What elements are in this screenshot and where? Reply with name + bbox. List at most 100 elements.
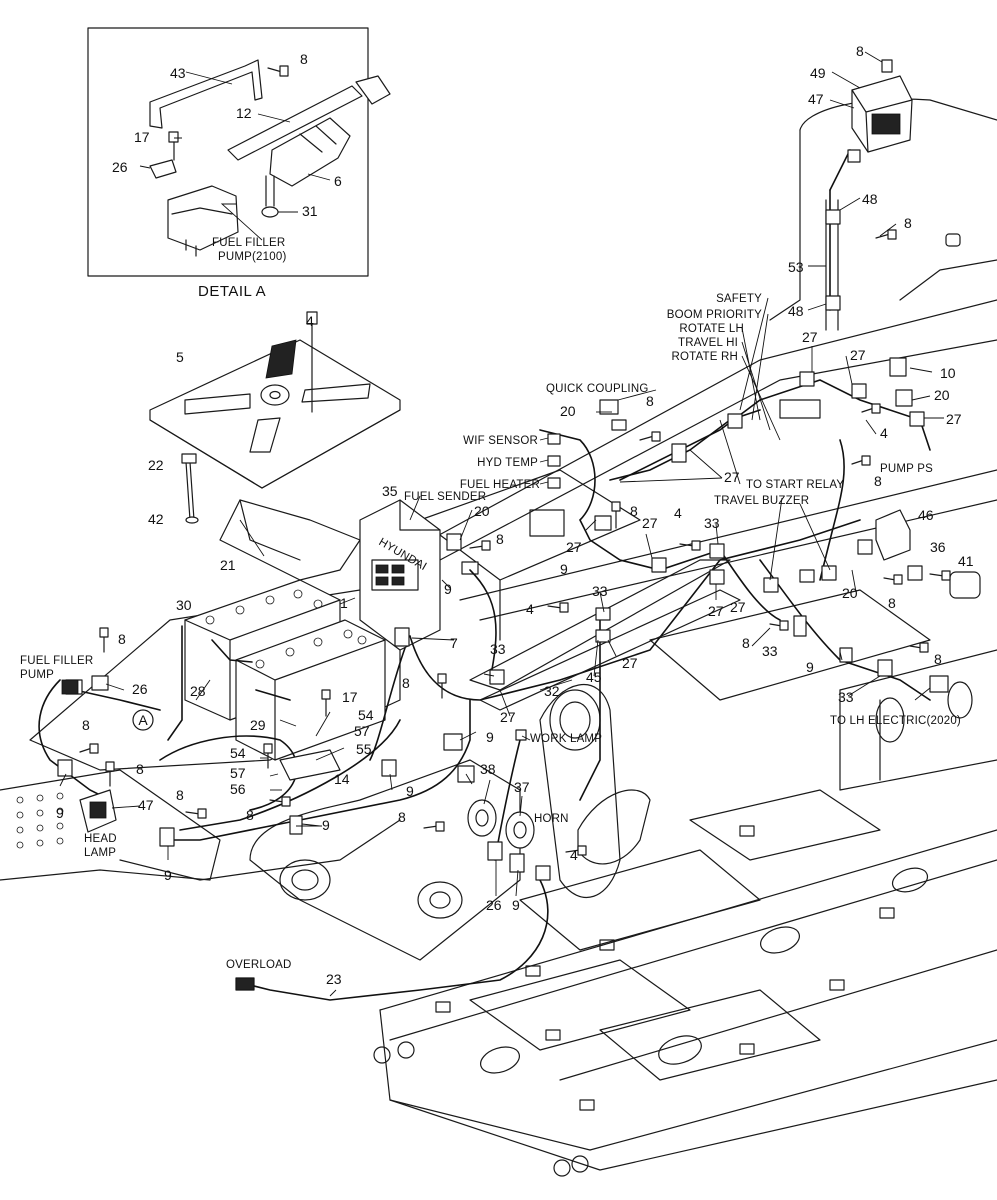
label-pump-ps: PUMP PS [880, 463, 933, 475]
part-26-a: 26 [132, 681, 148, 697]
leader-lines [59, 51, 944, 997]
bracket-43 [149, 59, 263, 129]
part-27-e: 27 [566, 539, 582, 555]
part-29: 29 [250, 717, 266, 733]
label-travel-hi: TRAVEL HI [678, 337, 738, 349]
callout-a-text: A [138, 712, 148, 728]
label-to-start-relay: TO START RELAY [746, 479, 844, 491]
part-26-b: 26 [486, 897, 502, 913]
fuel-filler-pump-detail [167, 185, 239, 251]
part-27-g: 27 [708, 603, 724, 619]
part-28: 28 [190, 683, 206, 699]
part-33-c: 33 [762, 643, 778, 659]
detail-pump-label-2: PUMP(2100) [218, 251, 286, 263]
detail-part-8: 8 [300, 51, 308, 67]
part-56: 56 [230, 781, 246, 797]
part-41: 41 [958, 553, 974, 569]
detail-part-31: 31 [302, 203, 318, 219]
part-8-j: 8 [118, 631, 126, 647]
label-fuel-heater: FUEL HEATER [460, 479, 540, 491]
part-8-b: 8 [904, 215, 912, 231]
detail-part-17: 17 [134, 129, 150, 145]
label-overload: OVERLOAD [226, 959, 292, 971]
part-8-d: 8 [646, 393, 654, 409]
label-wif-sensor: WIF SENSOR [463, 435, 538, 447]
part-47-top: 47 [808, 91, 824, 107]
part-27-d: 27 [724, 469, 740, 485]
part-33-a: 33 [704, 515, 720, 531]
part-27-f: 27 [642, 515, 658, 531]
part-27-b: 27 [850, 347, 866, 363]
label-work-lamp: WORK LAMP [530, 733, 602, 745]
part-42: 42 [148, 511, 164, 527]
part-57-a: 57 [354, 723, 370, 739]
part-1: 1 [340, 595, 348, 611]
part-8-n: 8 [176, 787, 184, 803]
detail-part-6: 6 [334, 173, 342, 189]
part-8-p: 8 [398, 809, 406, 825]
part-5: 5 [176, 349, 184, 365]
label-fuel-filler-pump-1: FUEL FILLER [20, 655, 93, 667]
part-9-f: 9 [56, 805, 64, 821]
part-30: 30 [176, 597, 192, 613]
part-48-b: 48 [788, 303, 804, 319]
part-22: 22 [148, 457, 164, 473]
part-20-b: 20 [560, 403, 576, 419]
part-20-a: 20 [934, 387, 950, 403]
part-33-b: 33 [592, 583, 608, 599]
part-47-b: 47 [138, 797, 154, 813]
batteries-1 [184, 579, 386, 761]
label-head-lamp-2: LAMP [84, 847, 116, 859]
part-27-c: 27 [946, 411, 962, 427]
part-4-c: 4 [526, 601, 534, 617]
part-10: 10 [940, 365, 956, 381]
part-14: 14 [334, 771, 350, 787]
detail-part-26: 26 [112, 159, 128, 175]
detail-pump-label-1: FUEL FILLER [212, 237, 285, 249]
part-9-b: 9 [444, 581, 452, 597]
part-27-h: 27 [730, 599, 746, 615]
part-45: 45 [586, 669, 602, 685]
detail-a-inset [87, 27, 391, 277]
part-33-e: 33 [490, 641, 506, 657]
washer-31 [261, 206, 279, 218]
part-8-e: 8 [496, 531, 504, 547]
part-49: 49 [810, 65, 826, 81]
detail-a-title: DETAIL A [198, 283, 266, 300]
detail-part-43: 43 [170, 65, 186, 81]
switch-box-49 [851, 59, 913, 153]
part-20-d: 20 [842, 585, 858, 601]
horns [467, 799, 535, 849]
part-38: 38 [480, 761, 496, 777]
part-8-k: 8 [402, 675, 410, 691]
clamp-26 [149, 159, 177, 179]
part-36: 36 [930, 539, 946, 555]
label-horn: HORN [534, 813, 569, 825]
label-quick-coupling: QUICK COUPLING [546, 383, 648, 395]
part-9-d: 9 [406, 783, 414, 799]
part-8-h: 8 [742, 635, 750, 651]
text-labels: 43 8 12 17 26 6 31 FUEL FILLER PUMP(2100… [20, 43, 974, 987]
part-9-c: 9 [806, 659, 814, 675]
machine-frame [0, 98, 997, 1177]
hose-12 [227, 85, 363, 161]
part-21: 21 [220, 557, 236, 573]
part-53: 53 [788, 259, 804, 275]
part-20-c: 20 [474, 503, 490, 519]
part-27-i: 27 [622, 655, 638, 671]
label-rotate-lh: ROTATE LH [679, 323, 744, 335]
part-8-o: 8 [246, 807, 254, 823]
part-4-a: 4 [880, 425, 888, 441]
part-17: 17 [342, 689, 358, 705]
part-8-g: 8 [888, 595, 896, 611]
controller-35: HYUNDAI [359, 499, 441, 651]
bolts [79, 229, 951, 856]
part-48-a: 48 [862, 191, 878, 207]
part-9-g: 9 [322, 817, 330, 833]
filter-6 [269, 117, 351, 187]
part-33-d: 33 [838, 689, 854, 705]
part-35: 35 [382, 483, 398, 499]
label-rotate-rh: ROTATE RH [671, 351, 738, 363]
part-9-a: 9 [560, 561, 568, 577]
part-54-b: 54 [230, 745, 246, 761]
